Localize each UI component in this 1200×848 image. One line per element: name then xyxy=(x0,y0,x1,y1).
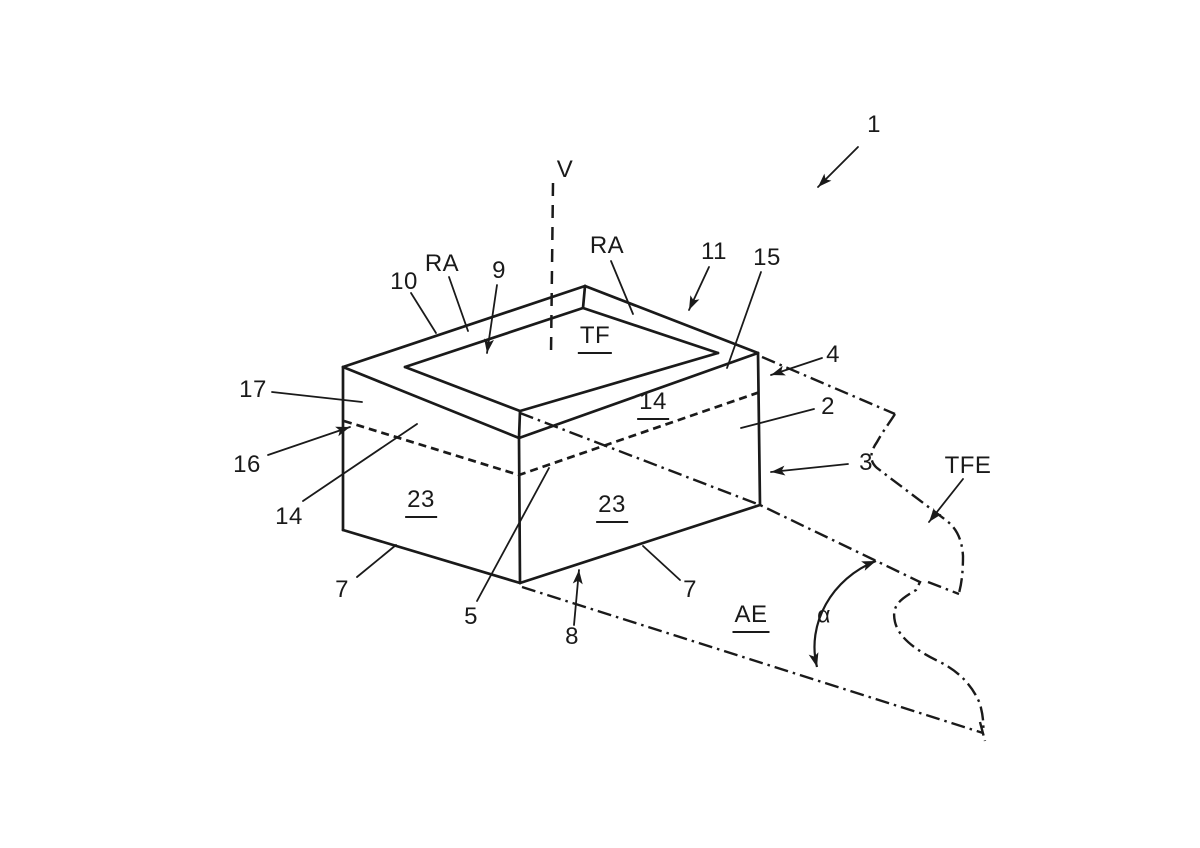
label-tfe: TFE xyxy=(944,452,992,479)
label-2: 2 xyxy=(821,393,835,420)
ae-trace-line xyxy=(521,585,984,735)
leader-4 xyxy=(770,357,823,376)
label-14-side: 14 xyxy=(275,503,303,530)
label-17: 17 xyxy=(239,376,267,403)
label-4: 4 xyxy=(826,341,840,368)
arrow-leaders xyxy=(267,146,964,626)
label-alpha: α xyxy=(817,601,831,628)
edge-outer-back-right xyxy=(583,284,760,355)
leader-fig-no xyxy=(817,146,859,188)
tfe-break-boundary xyxy=(870,413,965,594)
leader-9 xyxy=(484,284,498,354)
tfe-upper-trace-line xyxy=(761,355,896,416)
label-tf: TF xyxy=(577,324,613,354)
label-figure-number: 1 xyxy=(867,111,881,138)
leader-5 xyxy=(476,467,550,602)
label-axis-v: V xyxy=(556,156,574,183)
leader-10 xyxy=(410,292,437,334)
label-7-right: 7 xyxy=(683,576,697,603)
label-8: 8 xyxy=(565,623,579,650)
leader-17 xyxy=(271,391,363,403)
label-7-left: 7 xyxy=(335,576,349,603)
label-ra-right: RA xyxy=(589,232,625,259)
label-ae: AE xyxy=(732,603,770,633)
label-23-left: 23 xyxy=(405,488,437,518)
edge-inner-front-left xyxy=(403,365,522,413)
label-15: 15 xyxy=(753,244,781,271)
label-10: 10 xyxy=(390,268,418,295)
label-11: 11 xyxy=(701,238,727,265)
leader-ra-left xyxy=(448,276,469,332)
edge-front-vertical xyxy=(517,436,522,585)
plain-leaders xyxy=(271,260,815,602)
label-ra-left: RA xyxy=(424,250,460,277)
label-23-right: 23 xyxy=(596,493,628,523)
edge-inner-back-left xyxy=(403,306,585,369)
edge-front-corner xyxy=(517,409,522,440)
leader-ra-right xyxy=(610,260,634,315)
ae-trace-end-tick xyxy=(978,721,987,742)
hidden-and-axis-lines xyxy=(343,182,761,477)
label-9: 9 xyxy=(492,257,506,284)
construction-lines xyxy=(519,355,987,742)
leader-16 xyxy=(267,426,351,456)
edge-outer-back-left xyxy=(341,284,587,369)
leader-2 xyxy=(740,408,815,429)
edge-apex-corner xyxy=(581,284,587,310)
label-3: 3 xyxy=(859,449,873,476)
leader-7-right xyxy=(642,545,681,581)
leader-3 xyxy=(770,463,849,476)
edge-left-face-top xyxy=(341,365,521,440)
alpha-angle-arc xyxy=(808,559,877,668)
leader-8 xyxy=(572,569,583,626)
leader-7-left xyxy=(356,544,397,578)
edge-inner-back-right xyxy=(581,306,720,355)
edge-right-face-top xyxy=(517,351,760,440)
hidden-boundary-line xyxy=(343,390,761,477)
label-5: 5 xyxy=(464,603,478,630)
vertical-axis-line xyxy=(549,182,555,355)
edge-bottom-left xyxy=(341,528,522,585)
body-edges xyxy=(341,284,762,585)
edge-bottom-right xyxy=(518,503,762,585)
edge-right-vertical xyxy=(756,351,762,507)
label-16: 16 xyxy=(233,451,261,478)
leader-14-side xyxy=(302,423,418,502)
leader-tfe xyxy=(928,478,964,523)
edge-inner-front-right xyxy=(518,351,720,413)
tfe-lower-trace-tail xyxy=(927,580,960,596)
leader-11 xyxy=(688,266,710,311)
label-14-face: 14 xyxy=(637,390,669,420)
leader-15 xyxy=(726,271,762,369)
tfe-lower-trace-line xyxy=(519,411,985,734)
